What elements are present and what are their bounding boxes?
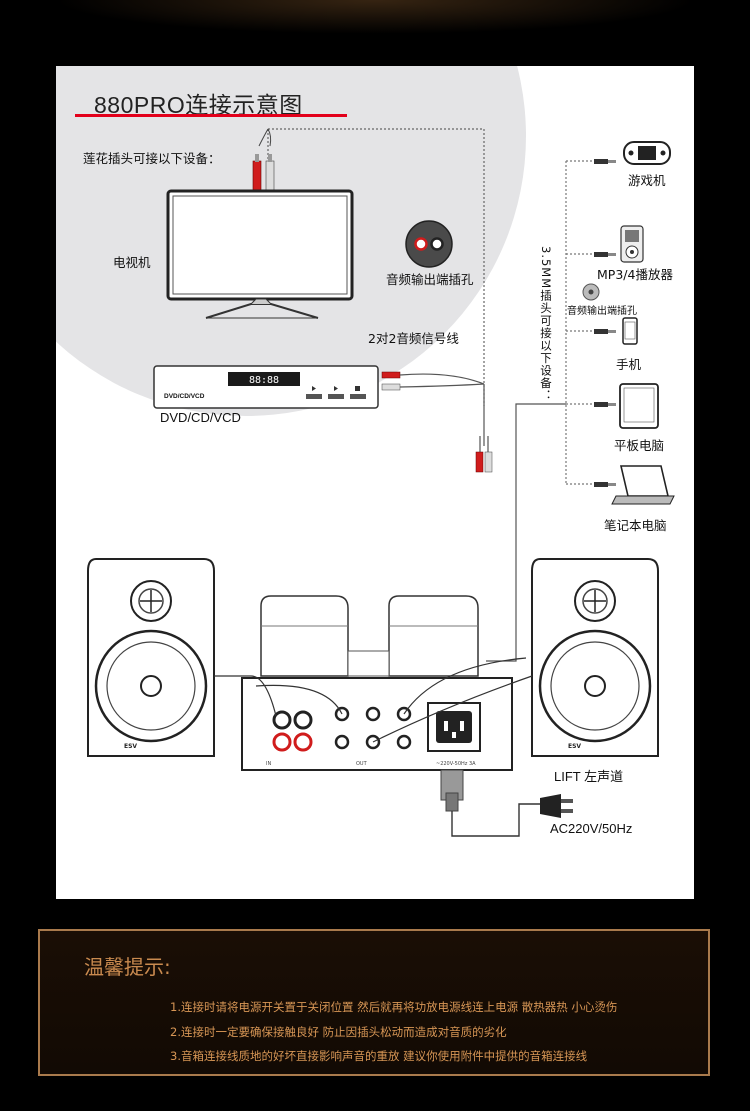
left-speaker-icon: ESV <box>87 558 215 757</box>
svg-text:IN: IN <box>266 761 271 767</box>
speaker-wires <box>214 657 533 743</box>
cable-label: 2对2音频信号线 <box>368 331 459 346</box>
minijack-plugs <box>594 159 616 487</box>
top-glow <box>0 0 750 40</box>
tv-label: 电视机 <box>113 255 151 270</box>
audio-output-jack-icon <box>405 220 453 268</box>
device-label-tablet: 平板电脑 <box>614 438 665 453</box>
device-label-mp3: MP3/4播放器 <box>597 267 673 282</box>
svg-text:ESV: ESV <box>124 743 137 750</box>
tv-icon <box>166 189 354 319</box>
lotus-plug-icon <box>252 128 275 196</box>
minijack-vertical-label: 3.5MM插头可接以下设备： <box>539 246 553 402</box>
device-bus-line <box>565 160 596 485</box>
audio-jack-label: 音频输出端插孔 <box>386 272 474 287</box>
title-underline <box>75 114 347 117</box>
small-audio-jack-icon <box>582 283 600 301</box>
lotus-plug-label: 莲花插头可接以下设备： <box>83 151 221 166</box>
dvd-display-text: 88:88 <box>249 375 279 386</box>
device-label-audio-jack: 音频输出端插孔 <box>567 306 637 317</box>
notice-title: 温馨提示: <box>84 955 171 979</box>
notice-list: 1.连接时请将电源开关置于关闭位置 然后就再将功放电源线连上电源 散热器热 小心… <box>170 995 617 1069</box>
laptop-icon <box>611 465 675 505</box>
amplifier-transformers-icon <box>260 595 479 677</box>
power-cable <box>440 769 573 837</box>
svg-text:DVD/CD/VCD: DVD/CD/VCD <box>164 393 205 400</box>
diagram-title: 880PRO连接示意图 <box>94 92 303 118</box>
dvd-label: DVD/CD/VCD <box>160 410 241 425</box>
power-plug-icon <box>540 794 573 818</box>
device-label-laptop: 笔记本电脑 <box>604 518 667 533</box>
notice-item: 2.连接时一定要确保接触良好 防止因插头松动而造成对音质的劣化 <box>170 1024 507 1039</box>
dvd-player-icon: 88:88 DVD/CD/VCD <box>153 365 379 409</box>
minijack-cable <box>486 403 566 662</box>
connection-diagram: 88:88 DVD/CD/VCD <box>87 128 675 837</box>
svg-text:ESV: ESV <box>568 743 581 750</box>
left-channel-label: LIFT 左声道 <box>554 769 624 784</box>
device-label-phone: 手机 <box>616 357 642 372</box>
svg-text:~220V-50Hz 3A: ~220V-50Hz 3A <box>436 761 476 767</box>
power-label: AC220V/50Hz <box>550 821 633 836</box>
notice-item: 1.连接时请将电源开关置于关闭位置 然后就再将功放电源线连上电源 散热器热 小心… <box>170 1000 618 1014</box>
right-speaker-icon: ESV <box>531 558 659 757</box>
rca-cable <box>381 371 493 473</box>
amplifier-back-panel: IN OUT ~220V-50Hz 3A <box>241 677 513 771</box>
tablet-icon <box>619 383 659 429</box>
dotted-signal-line <box>267 128 485 406</box>
device-label-game-console: 游戏机 <box>628 173 666 188</box>
notice-item: 3.音箱连接线质地的好坏直接影响声音的重放 建议你使用附件中提供的音箱连接线 <box>170 1049 588 1063</box>
phone-icon <box>622 317 638 345</box>
svg-text:OUT: OUT <box>356 761 368 767</box>
diagram-panel: 880PRO连接示意图 <box>56 66 694 899</box>
mp3-player-icon <box>620 225 644 263</box>
notice-box: 温馨提示: 1.连接时请将电源开关置于关闭位置 然后就再将功放电源线连上电源 散… <box>38 929 710 1076</box>
game-console-icon <box>623 141 671 165</box>
